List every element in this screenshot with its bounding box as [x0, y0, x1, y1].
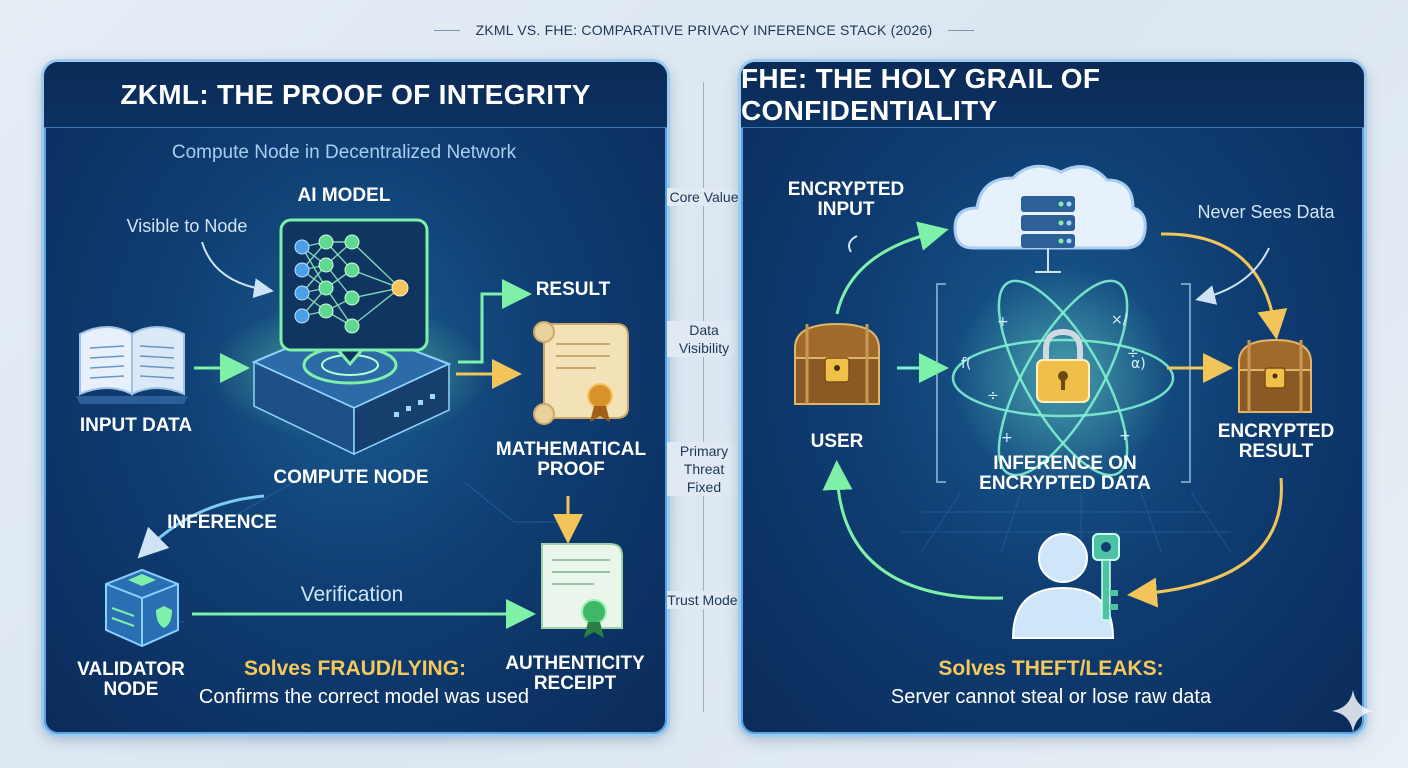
- input-data-label: INPUT DATA: [79, 415, 193, 436]
- receipt-icon: [541, 543, 623, 638]
- svg-text:+: +: [1001, 430, 1013, 446]
- title-text: ZKML VS. FHE: COMPARATIVE PRIVACY INFERE…: [475, 22, 933, 38]
- zkml-solves-detail: Confirms the correct model was used: [198, 686, 530, 708]
- svg-text:×/: ×/: [1111, 312, 1128, 328]
- comparison-axis: Core Value Data Visibility Primary Threa…: [667, 62, 741, 734]
- inference-label: INFERENCE: [167, 512, 277, 533]
- zkml-header: ZKML: THE PROOF OF INTEGRITY: [44, 62, 667, 128]
- svg-text:÷: ÷: [987, 388, 999, 404]
- cloud-server-icon: [953, 164, 1147, 273]
- svg-text:+: +: [1119, 428, 1131, 444]
- key-icon: [1092, 533, 1120, 621]
- validator-cube-icon: [105, 568, 179, 648]
- verification-label: Verification: [300, 583, 404, 606]
- svg-text:+: +: [997, 314, 1009, 330]
- title-rule-right: [948, 29, 975, 31]
- arrow-owner-to-user: [822, 460, 1004, 600]
- result-chest-icon: [1238, 338, 1312, 413]
- fhe-solves-detail: Server cannot steal or lose raw data: [890, 686, 1212, 708]
- axis-label-primary-threat: Primary Threat Fixed: [667, 442, 741, 496]
- fhe-diagram: f( α) + ×/ + + ÷ ÷: [794, 164, 1312, 639]
- title-rule-left: [433, 29, 460, 31]
- proof-scroll-icon: [533, 321, 629, 425]
- validator-node-label: VALIDATOR NODE: [77, 659, 185, 700]
- atom-lock-icon: f( α) + ×/ + + ÷ ÷: [951, 268, 1175, 488]
- result-label: RESULT: [535, 279, 611, 300]
- fhe-solves-label: Solves THEFT/LEAKS:: [938, 657, 1164, 680]
- svg-text:f(: f(: [961, 356, 971, 372]
- visible-to-node-label: Visible to Node: [126, 216, 248, 236]
- axis-label-core-value: Core Value: [667, 188, 741, 206]
- encrypted-result-label: ENCRYPTED RESULT: [1217, 421, 1335, 462]
- zkml-header-title: ZKML: THE PROOF OF INTEGRITY: [120, 78, 591, 110]
- book-icon: [76, 326, 188, 404]
- fhe-panel: FHE: THE HOLY GRAIL OF CONFIDENTIALITY: [741, 62, 1364, 734]
- svg-text:α): α): [1131, 356, 1146, 372]
- compute-node-label: COMPUTE NODE: [273, 467, 429, 488]
- ai-model-label: AI MODEL: [297, 185, 391, 206]
- arrow-result-to-key: [1127, 477, 1283, 608]
- axis-label-trust-model: Trust Model: [667, 591, 741, 609]
- page-title: ZKML VS. FHE: COMPARATIVE PRIVACY INFERE…: [0, 19, 1408, 41]
- encrypted-input-pointer: [848, 235, 858, 253]
- svg-text:÷: ÷: [1127, 346, 1139, 362]
- arrow-inference: [137, 494, 265, 559]
- never-sees-pointer: [1195, 247, 1270, 305]
- zkml-diagram: [76, 218, 629, 648]
- inference-encrypted-label: INFERENCE ON ENCRYPTED DATA: [979, 453, 1151, 494]
- user-chest-icon: [794, 322, 880, 405]
- arrow-node-to-result: [458, 279, 532, 364]
- fhe-header: FHE: THE HOLY GRAIL OF CONFIDENTIALITY: [741, 62, 1364, 128]
- inference-frame: [936, 283, 1191, 483]
- mathematical-proof-label: MATHEMATICAL PROOF: [495, 439, 647, 480]
- authenticity-receipt-label: AUTHENTICITY RECEIPT: [505, 653, 645, 694]
- encrypted-input-label: ENCRYPTED INPUT: [787, 179, 905, 220]
- zkml-solves-label: Solves FRAUD/LYING:: [243, 657, 467, 680]
- user-label: USER: [810, 431, 864, 452]
- arrow-cloud-to-result: [1160, 232, 1288, 340]
- fhe-header-title: FHE: THE HOLY GRAIL OF CONFIDENTIALITY: [741, 62, 1101, 126]
- arrow-user-to-cloud: [835, 221, 949, 315]
- never-sees-data-label: Never Sees Data: [1197, 202, 1335, 222]
- axis-line: [703, 82, 704, 712]
- visible-pointer: [201, 241, 274, 299]
- zkml-panel: ZKML: THE PROOF OF INTEGRITY: [44, 62, 667, 734]
- axis-label-data-visibility: Data Visibility: [667, 321, 741, 357]
- zkml-subtitle: Compute Node in Decentralized Network: [171, 142, 517, 163]
- math-symbols: f( α) + ×/ + + ÷ ÷: [961, 312, 1146, 446]
- ai-model-icon: [279, 218, 429, 367]
- sparkle-icon: [1332, 690, 1374, 732]
